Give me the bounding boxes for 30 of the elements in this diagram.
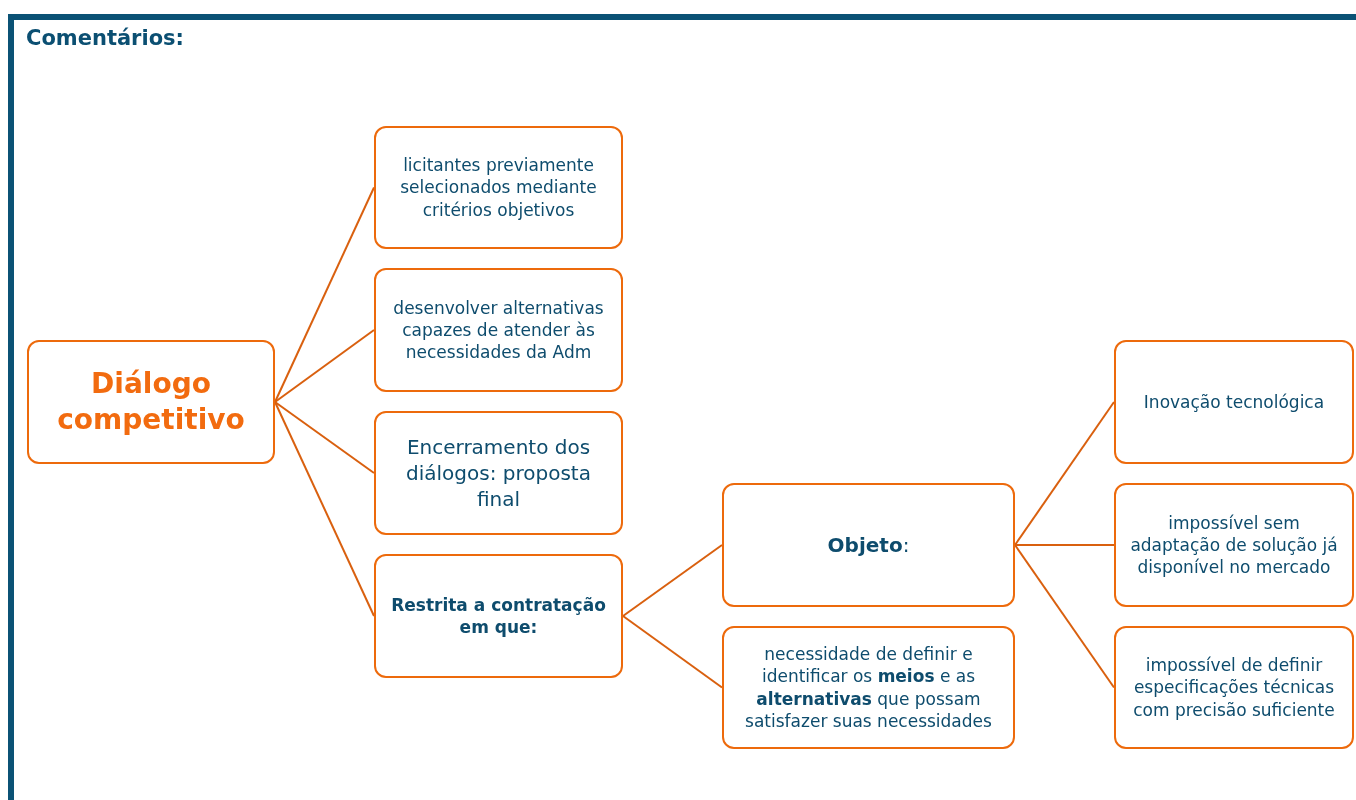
rounded-box	[1114, 626, 1354, 749]
connector-line	[1014, 544, 1115, 546]
box-text: licitantes previamente selecionados mediante critérios objetivos	[399, 154, 598, 221]
title: Comentários:	[26, 26, 184, 50]
box-text: necessidade de definir e identificar os meios e as alternativas que possam satisfazer suas necessidades	[744, 643, 993, 732]
box-text: impossível de definir especificações técnicas com precisão suficiente	[1132, 654, 1336, 721]
box-text: Encerramento dos diálogos: proposta final	[405, 434, 592, 512]
rounded-box	[374, 411, 623, 535]
box-text: desenvolver alternativas capazes de atender às necessidades da Adm	[392, 296, 605, 364]
connector-line	[274, 401, 375, 617]
rounded-box	[374, 126, 623, 249]
box-text: Diálogo competitivo	[56, 365, 246, 438]
connector-line	[274, 329, 375, 403]
connector-line	[1014, 544, 1115, 689]
rounded-box	[1114, 340, 1354, 464]
rounded-box	[27, 340, 275, 464]
rounded-box	[374, 554, 623, 678]
rounded-box	[722, 483, 1015, 607]
box-text: Objeto:	[827, 532, 910, 558]
rounded-box	[1114, 483, 1354, 607]
connector-line	[274, 401, 375, 474]
rounded-box	[722, 626, 1015, 749]
box-text: Inovação tecnológica	[1143, 390, 1325, 414]
box-text: Restrita a contratação em que:	[390, 593, 607, 639]
connector-line	[1014, 401, 1115, 546]
connector-line	[274, 186, 375, 403]
box-text: impossível sem adaptação de solução já disponível no mercado	[1129, 511, 1339, 579]
connector-line	[622, 615, 723, 689]
connector-line	[622, 544, 723, 617]
rounded-box	[374, 268, 623, 392]
